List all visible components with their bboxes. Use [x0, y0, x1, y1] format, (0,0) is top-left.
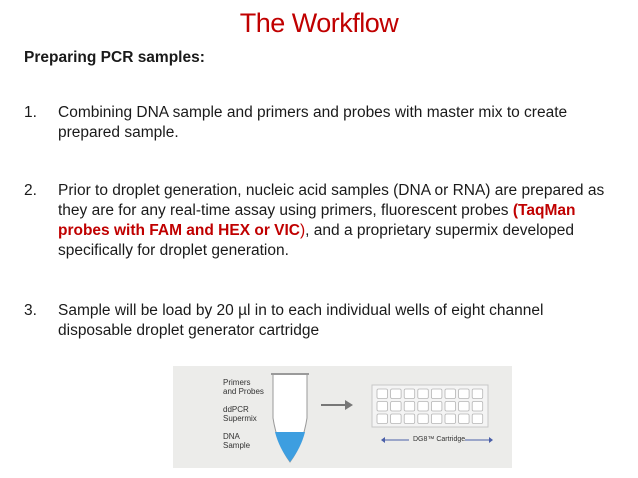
cartridge-well: [403, 413, 416, 424]
list-text-comma: ,: [305, 222, 310, 239]
cartridge-well: [417, 413, 429, 424]
cartridge-well: [390, 413, 402, 424]
list-text: Prior to droplet generation, nucleic aci…: [58, 181, 619, 261]
list-text: Combining DNA sample and primers and pro…: [58, 104, 568, 141]
cartridge-well: [444, 388, 456, 399]
arrow-right-icon: [321, 400, 353, 410]
label-supermix: ddPCR Supermix: [223, 405, 257, 423]
cartridge-well: [403, 388, 416, 399]
list-number: 2.: [24, 182, 37, 199]
cartridge-well: [471, 401, 484, 412]
cartridge-well: [430, 413, 443, 424]
cartridge-well: [390, 401, 402, 412]
cartridge-well: [390, 388, 402, 399]
cartridge-well: [458, 401, 470, 412]
label-dna: DNA Sample: [223, 432, 251, 450]
cartridge-well: [376, 388, 388, 399]
list-text-paren: ): [300, 222, 306, 239]
cartridge-bracket: [381, 437, 493, 443]
list-text-highlight: (TaqMan probes with FAM and HEX or VIC: [58, 202, 576, 239]
list-item-1: 1. Combining DNA sample and primers and …: [24, 103, 619, 143]
cartridge-well: [417, 388, 429, 399]
cartridge-well: [376, 413, 388, 424]
pcr-tube-icon: [271, 373, 309, 463]
label-primers: Primers and Probes: [223, 378, 264, 396]
cartridge-label: DG8™ Cartridge: [413, 436, 466, 443]
list-text-before: Prior to droplet generation, nucleic aci…: [58, 182, 605, 219]
workflow-diagram: [271, 373, 493, 463]
cartridge-well: [444, 401, 456, 412]
workflow-figure: Primers and Probes ddPCR Supermix DNA Sa…: [173, 366, 512, 468]
list-item-2: 2. Prior to droplet generation, nucleic …: [24, 181, 619, 261]
sample-liquid: [275, 432, 305, 462]
cartridge-well: [471, 388, 484, 399]
cartridge-well: [403, 401, 416, 412]
list-text-after: and a proprietary supermix developed spe…: [58, 222, 574, 259]
cartridge-well: [430, 401, 443, 412]
cartridge-well: [376, 401, 388, 412]
cartridge-well: [458, 413, 470, 424]
cartridge-well: [471, 413, 484, 424]
list-number: 1.: [24, 104, 37, 121]
section-subtitle: Preparing PCR samples:: [24, 49, 205, 66]
list-item-3: 3. Sample will be load by 20 µl in to ea…: [24, 301, 619, 341]
cartridge-icon: [371, 384, 489, 428]
cartridge-well: [444, 413, 456, 424]
cartridge-well: [430, 388, 443, 399]
cartridge-well: [458, 388, 470, 399]
list-text: Sample will be load by 20 µl in to each …: [58, 302, 544, 339]
slide-title: The Workflow: [239, 8, 399, 38]
cartridge-well: [417, 401, 429, 412]
list-number: 3.: [24, 302, 37, 319]
